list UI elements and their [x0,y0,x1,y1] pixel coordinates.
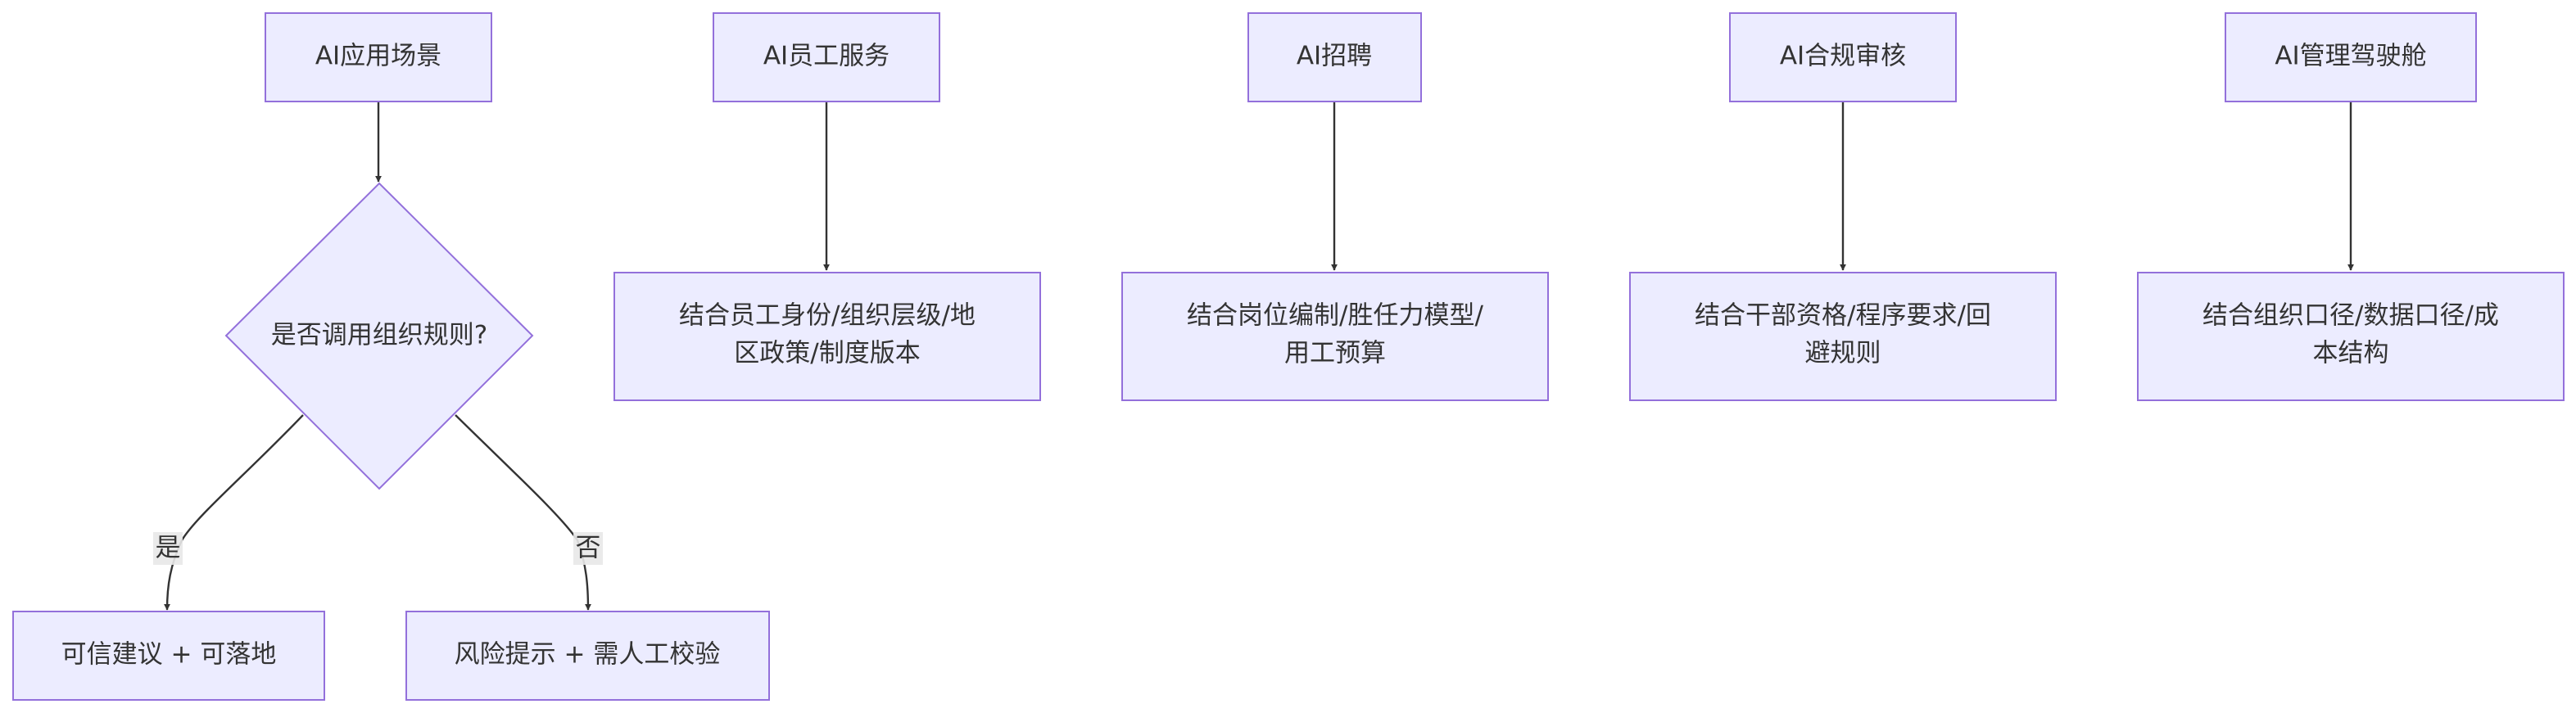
node-ai-cockpit-label: AI管理驾驶舱 [2275,42,2426,71]
edge-decision-yes [164,414,304,611]
node-trusted-advice: 可信建议 + 可落地 [12,611,325,701]
node-recruiting-context-line-2: 用工预算 [1284,339,1386,368]
node-ai-compliance-box [1729,12,1957,102]
node-employee-context-box [613,272,1041,401]
node-employee-context-line-2: 区政策/制度版本 [734,339,920,368]
node-ai-scenarios-label: AI应用场景 [315,42,441,71]
node-ai-cockpit: AI管理驾驶舱 [2225,12,2477,102]
node-ai-recruiting-label: AI招聘 [1297,42,1372,71]
node-decision-diamond [224,182,534,490]
node-ai-compliance: AI合规审核 [1729,12,1957,102]
yes-label-background [153,532,183,565]
node-cockpit-context-line-2: 本结构 [2313,339,2389,368]
node-trusted-advice-label: 可信建议 + 可落地 [61,640,277,670]
node-compliance-context-line-1: 结合干部资格/程序要求/回 [1695,301,1991,331]
node-employee-context: 结合员工身份/组织层级/地 区政策/制度版本 [613,272,1041,401]
node-ai-employee-service-box [713,12,940,102]
node-decision-label: 是否调用组织规则? [271,321,487,350]
edge-labels: 是 否 [153,532,603,565]
node-ai-cockpit-box [2225,12,2477,102]
node-cockpit-context: 结合组织口径/数据口径/成 本结构 [2137,272,2565,401]
no-label: 否 [576,534,601,563]
node-risk-warning: 风险提示 + 需人工校验 [405,611,770,701]
node-employee-context-line-1: 结合员工身份/组织层级/地 [679,301,976,331]
node-ai-recruiting-box [1247,12,1422,102]
node-risk-warning-box [405,611,770,701]
node-ai-compliance-label: AI合规审核 [1780,42,1906,71]
node-ai-employee-service-label: AI员工服务 [763,42,890,71]
edge-decision-no [455,414,591,611]
node-recruiting-context: 结合岗位编制/胜任力模型/ 用工预算 [1121,272,1549,401]
edges [164,102,2354,611]
node-recruiting-context-box [1121,272,1549,401]
node-cockpit-context-box [2137,272,2565,401]
node-decision: 是否调用组织规则? [224,182,534,490]
node-risk-warning-label: 风险提示 + 需人工校验 [455,640,721,670]
no-label-background [573,532,603,565]
node-trusted-advice-box [12,611,325,701]
node-recruiting-context-line-1: 结合岗位编制/胜任力模型/ [1187,301,1483,331]
nodes: AI应用场景 是否调用组织规则? 可信建议 + 可落地 风险提示 + 需人工校验… [12,12,2565,701]
node-ai-recruiting: AI招聘 [1247,12,1422,102]
node-cockpit-context-line-1: 结合组织口径/数据口径/成 [2203,301,2499,331]
node-ai-scenarios-box [265,12,492,102]
node-ai-employee-service: AI员工服务 [713,12,940,102]
node-compliance-context-line-2: 避规则 [1805,339,1881,368]
node-compliance-context-box [1629,272,2057,401]
node-ai-scenarios: AI应用场景 [265,12,492,102]
yes-label: 是 [156,534,181,563]
node-compliance-context: 结合干部资格/程序要求/回 避规则 [1629,272,2057,401]
